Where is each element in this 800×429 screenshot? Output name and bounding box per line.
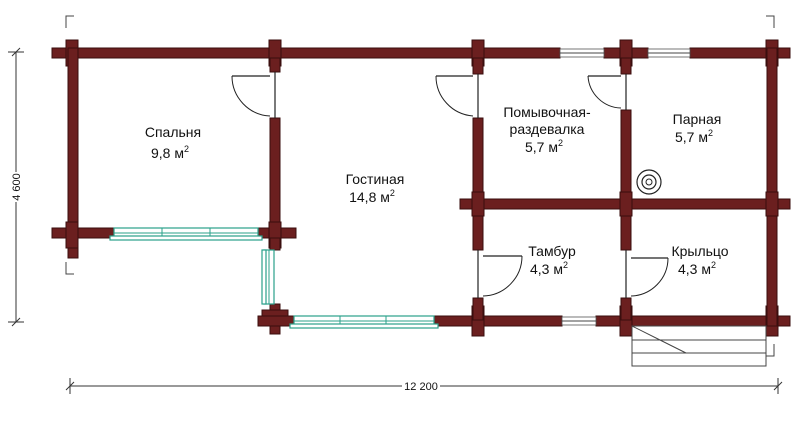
window-spalnya — [109, 227, 263, 241]
porch-steps — [631, 325, 767, 367]
svg-text:14,8 м2: 14,8 м2 — [349, 188, 395, 205]
walls — [51, 39, 791, 337]
door-parnaya — [587, 74, 627, 110]
svg-text:9,8 м2: 9,8 м2 — [151, 144, 189, 161]
svg-text:Парная: Парная — [673, 111, 722, 127]
dimension-height — [8, 47, 24, 327]
room-label-pomyvochnaya: Помывочная- раздевалка 5,7 м2 — [503, 104, 591, 155]
window-tambur — [561, 316, 597, 326]
svg-text:Крыльцо: Крыльцо — [671, 243, 728, 259]
svg-text:4,3 м2: 4,3 м2 — [678, 260, 716, 277]
room-label-krylco: Крыльцо 4,3 м2 — [671, 243, 728, 277]
dimension-width — [65, 378, 783, 394]
svg-text:5,7 м2: 5,7 м2 — [675, 128, 713, 145]
svg-text:Спальня: Спальня — [145, 124, 201, 140]
door-spalnya — [231, 72, 276, 118]
doors — [231, 72, 669, 298]
corner-marks — [65, 15, 775, 357]
dimension-width-label: 12 200 — [404, 381, 438, 393]
svg-text:Помывочная-: Помывочная- — [503, 104, 591, 120]
svg-text:5,7 м2: 5,7 м2 — [525, 138, 563, 155]
room-label-spalnya: Спальня 9,8 м2 — [145, 124, 201, 161]
window-gostinaya-side — [261, 249, 275, 305]
room-label-tambur: Тамбур 4,3 м2 — [528, 243, 576, 277]
room-label-gostinaya: Гостиная 14,8 м2 — [346, 171, 405, 205]
room-label-parnaya: Парная 5,7 м2 — [673, 111, 722, 145]
window-gostinaya-bottom — [289, 315, 439, 329]
stove-icon — [636, 169, 662, 195]
window-pomyvochnaya — [559, 48, 605, 58]
dimension-height-label: 4 600 — [11, 173, 23, 201]
window-parnaya — [647, 48, 691, 58]
svg-text:Тамбур: Тамбур — [528, 243, 576, 259]
door-tambur — [477, 250, 523, 298]
svg-text:Гостиная: Гостиная — [346, 171, 405, 187]
windows — [109, 48, 691, 329]
svg-text:раздевалка: раздевалка — [510, 121, 585, 137]
svg-text:4,3 м2: 4,3 м2 — [530, 260, 568, 277]
door-pomyvochnaya — [435, 74, 479, 118]
door-krylco — [625, 250, 669, 298]
